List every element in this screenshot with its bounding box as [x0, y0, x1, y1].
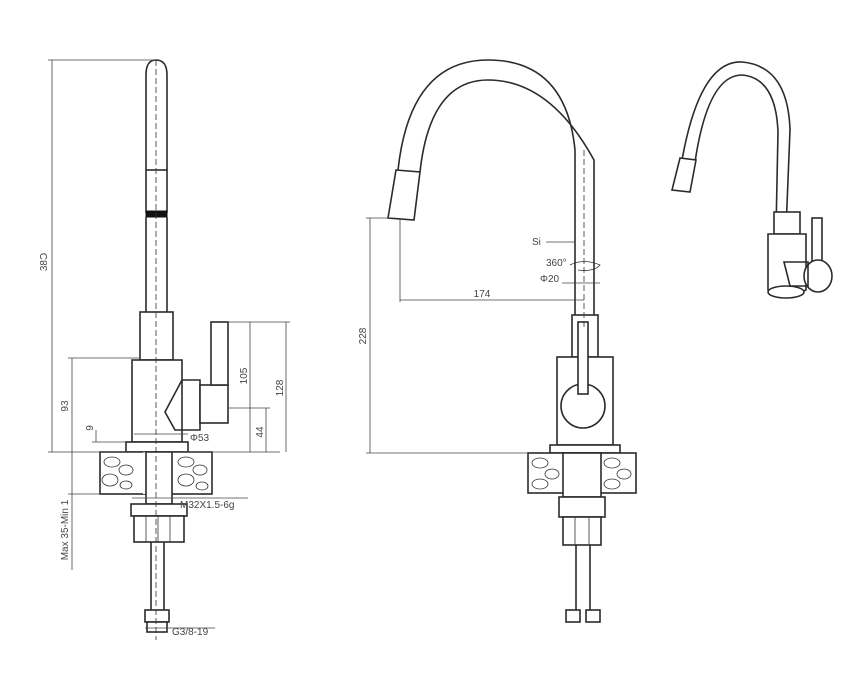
- dim-handle-height: 105: [239, 367, 250, 384]
- dim-max-mount: Max 35-Min 1: [60, 499, 71, 560]
- dim-total-height: 38Ͻ: [39, 253, 50, 271]
- dim-spout-height: 228: [358, 327, 369, 344]
- dim-hose-thread: G3/8-19: [172, 627, 209, 638]
- perspective-view: [671, 61, 833, 299]
- dim-thread: M32X1.5-6g: [180, 500, 234, 511]
- dim-reach: 174: [474, 289, 491, 300]
- dim-base-diameter: Φ53: [190, 433, 210, 444]
- dim-lower-44: 44: [255, 426, 266, 438]
- dim-base-gap: 9: [85, 425, 96, 431]
- dim-body-height: 93: [60, 400, 71, 412]
- dim-rotation: 360°: [546, 258, 567, 269]
- side-view: 38Ͻ 93 9 Φ53 M32X1.5-6g Max 35-Min 1 G3/…: [39, 59, 290, 640]
- dim-si: Si: [532, 237, 541, 248]
- dim-spout-diameter: Φ20: [540, 274, 560, 285]
- front-view: 228 174 Si 360° Φ20: [358, 59, 637, 623]
- dim-overall-right: 128: [275, 379, 286, 396]
